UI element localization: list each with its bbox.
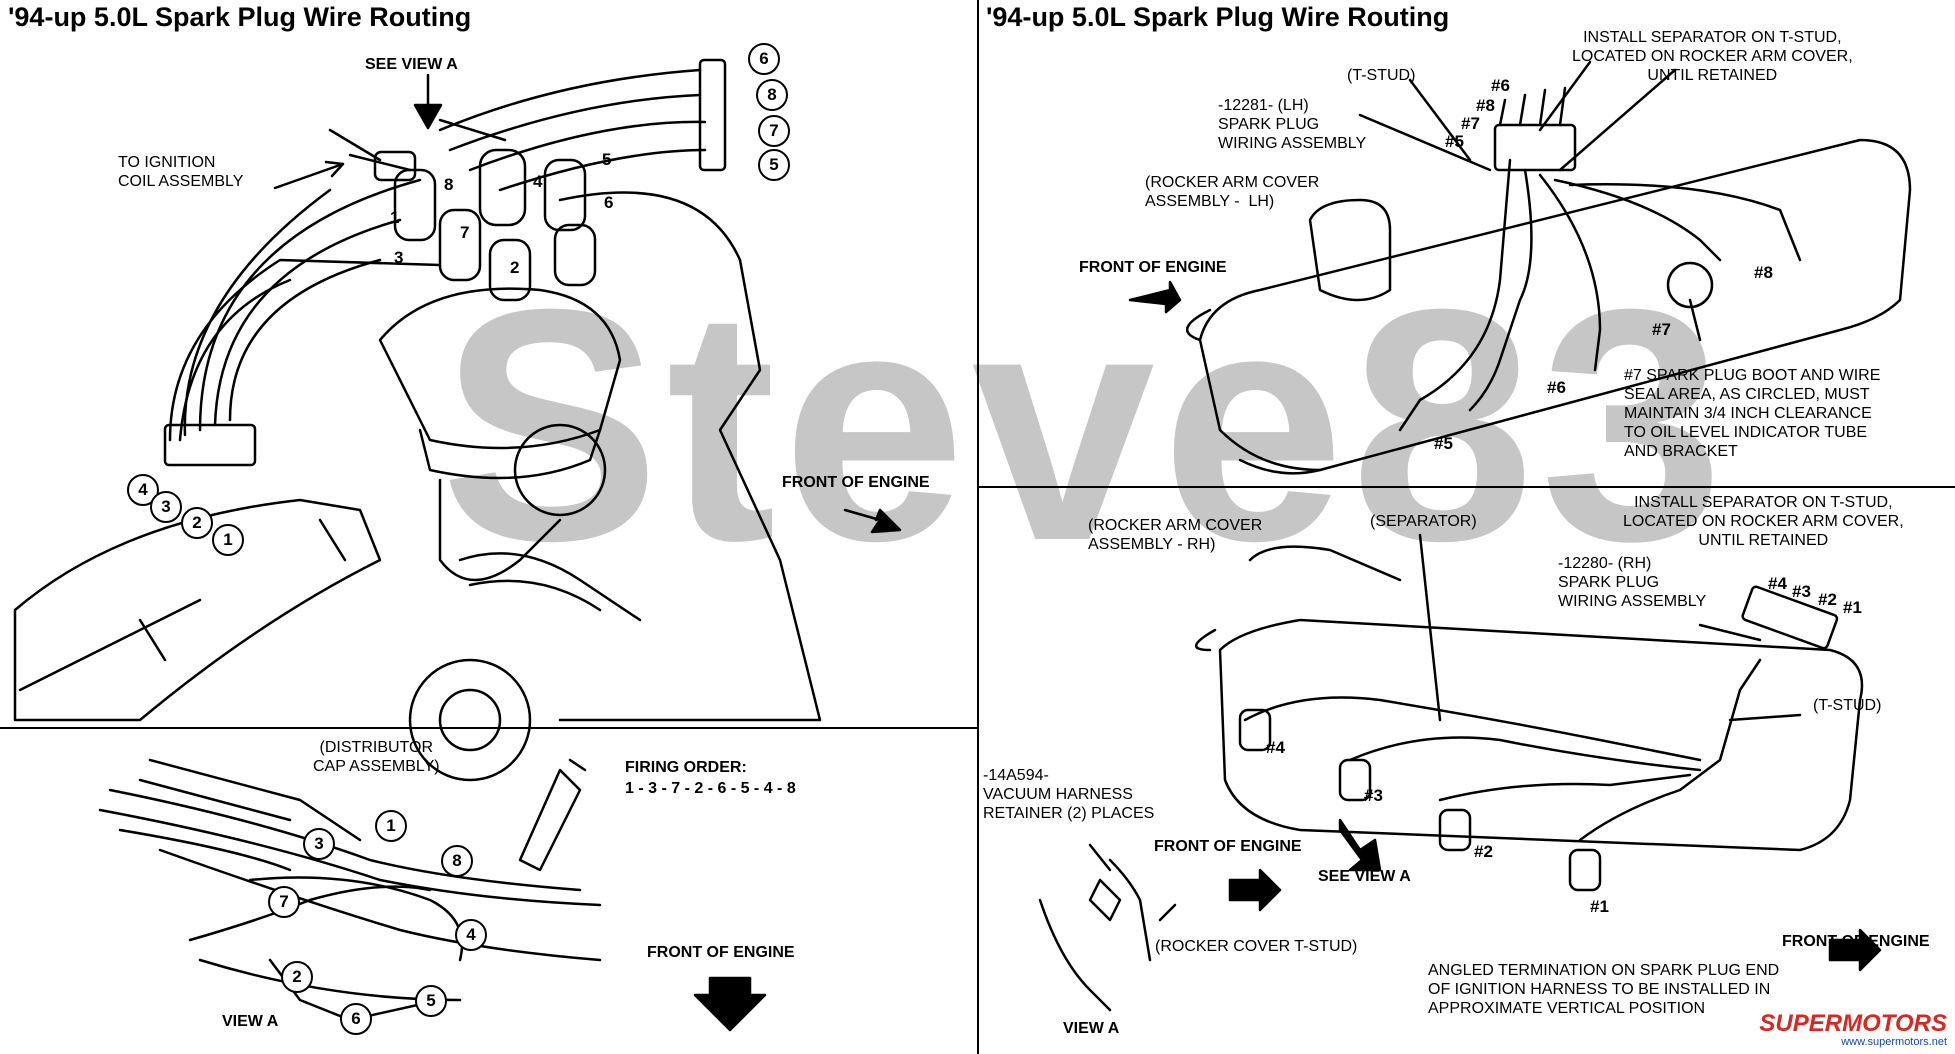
rh-cover-drawing [1038, 533, 1882, 1012]
rh-plug-tag: #3 [1364, 786, 1383, 805]
cap-number: 7 [460, 223, 470, 242]
view-a-number-badge: 1 [375, 810, 407, 842]
rh-wiring-assembly-label: -12280- (RH) SPARK PLUG WIRING ASSEMBLY [1558, 555, 1707, 610]
supermotors-logo: SUPERMOTORS www.supermotors.net [1759, 1010, 1947, 1049]
rocker-cover-t-stud-label: (ROCKER COVER T-STUD) [1155, 938, 1358, 955]
lh-front-of-engine-label: FRONT OF ENGINE [1079, 259, 1227, 276]
lh-connector-tag: #6 [1491, 76, 1510, 95]
rh-install-separator-note: INSTALL SEPARATOR ON T-STUD, LOCATED ON … [1623, 494, 1904, 549]
view-a-number-badge: 2 [281, 961, 313, 993]
lh-plug-tag: #6 [1547, 378, 1566, 397]
view-a-caption: VIEW A [222, 1013, 279, 1030]
lh-connector-tag: #8 [1476, 96, 1495, 115]
cap-number: 3 [394, 248, 404, 267]
rh-front-of-engine-label: FRONT OF ENGINE [1154, 838, 1302, 855]
lh-install-separator-note: INSTALL SEPARATOR ON T-STUD, LOCATED ON … [1572, 29, 1853, 84]
cap-number: 1 [390, 208, 400, 227]
brand-logo-text: SUPERMOTORS [1759, 1010, 1947, 1037]
rh-connector-tag: #1 [1843, 598, 1862, 617]
view-a-number-badge: 3 [303, 828, 335, 860]
firing-order-value: 1 - 3 - 7 - 2 - 6 - 5 - 4 - 8 [625, 780, 796, 797]
angled-termination-note: ANGLED TERMINATION ON SPARK PLUG END OF … [1428, 962, 1780, 1017]
rh-plug-tag: #1 [1590, 897, 1609, 916]
rh-plug-tag: #2 [1474, 842, 1493, 861]
cap-number: 5 [602, 150, 612, 169]
connector-number-badge: 7 [758, 115, 790, 147]
see-view-a-label: SEE VIEW A [365, 56, 458, 73]
cap-number: 2 [510, 258, 520, 277]
rh-separator-label: (SEPARATOR) [1370, 513, 1477, 530]
connector-number-badge: 5 [758, 149, 790, 181]
engine-drawing [13, 58, 902, 782]
rh-t-stud-label: (T-STUD) [1813, 697, 1882, 714]
rh-connector-tag: #3 [1792, 582, 1811, 601]
rh-connector-tag: #4 [1768, 574, 1787, 593]
distributor-cap-label: (DISTRIBUTOR CAP ASSEMBLY) [313, 739, 440, 775]
front-of-engine-label: FRONT OF ENGINE [782, 474, 930, 491]
lh-plug-tag: #5 [1434, 434, 1453, 453]
rh-see-view-a-label: SEE VIEW A [1318, 868, 1411, 885]
lh-plug-tag: #8 [1754, 263, 1773, 282]
lh-t-stud-label: (T-STUD) [1347, 67, 1416, 84]
rh-rocker-cover-label: (ROCKER ARM COVER ASSEMBLY - RH) [1088, 517, 1263, 553]
connector-number-badge: 1 [212, 524, 244, 556]
view-a-number-badge: 5 [415, 985, 447, 1017]
to-ignition-label: TO IGNITION COIL ASSEMBLY [118, 154, 244, 190]
vacuum-harness-label: -14A594- VACUUM HARNESS RETAINER (2) PLA… [983, 767, 1155, 822]
lh-rocker-cover-label: (ROCKER ARM COVER ASSEMBLY - LH) [1145, 174, 1320, 210]
cap-number: 4 [533, 172, 543, 191]
connector-number-badge: 8 [756, 79, 788, 111]
cap-number: 8 [444, 175, 454, 194]
view-a-drawing [98, 758, 767, 1032]
brand-url: www.supermotors.net [1841, 1036, 1947, 1048]
lh-boot-clearance-note: #7 SPARK PLUG BOOT AND WIRE SEAL AREA, A… [1624, 367, 1881, 460]
view-a-number-badge: 7 [268, 886, 300, 918]
lh-wiring-assembly-label: -12281- (LH) SPARK PLUG WIRING ASSEMBLY [1218, 97, 1367, 152]
left-title: '94-up 5.0L Spark Plug Wire Routing [8, 2, 472, 32]
lh-connector-tag: #7 [1461, 114, 1480, 133]
lh-cover-drawing [1128, 60, 1912, 475]
firing-order-label: FIRING ORDER: [625, 759, 747, 776]
connector-number-badge: 6 [748, 43, 780, 75]
view-a-number-badge: 6 [340, 1003, 372, 1035]
rh-view-a-caption: VIEW A [1063, 1020, 1120, 1037]
view-a-front-label: FRONT OF ENGINE [647, 944, 795, 961]
cap-number: 6 [604, 193, 614, 212]
right-title: '94-up 5.0L Spark Plug Wire Routing [986, 2, 1450, 32]
connector-number-badge: 2 [181, 507, 213, 539]
view-a-number-badge: 8 [441, 845, 473, 877]
rh-plug-tag: #4 [1266, 738, 1285, 757]
connector-number-badge: 3 [150, 491, 182, 523]
rh-connector-tag: #2 [1818, 590, 1837, 609]
lh-plug-tag: #7 [1652, 320, 1671, 339]
view-a-number-badge: 4 [455, 919, 487, 951]
rh-front-of-engine-label-2: FRONT OF ENGINE [1782, 933, 1930, 950]
lh-connector-tag: #5 [1445, 132, 1464, 151]
watermark: Steve83 [440, 240, 1730, 609]
